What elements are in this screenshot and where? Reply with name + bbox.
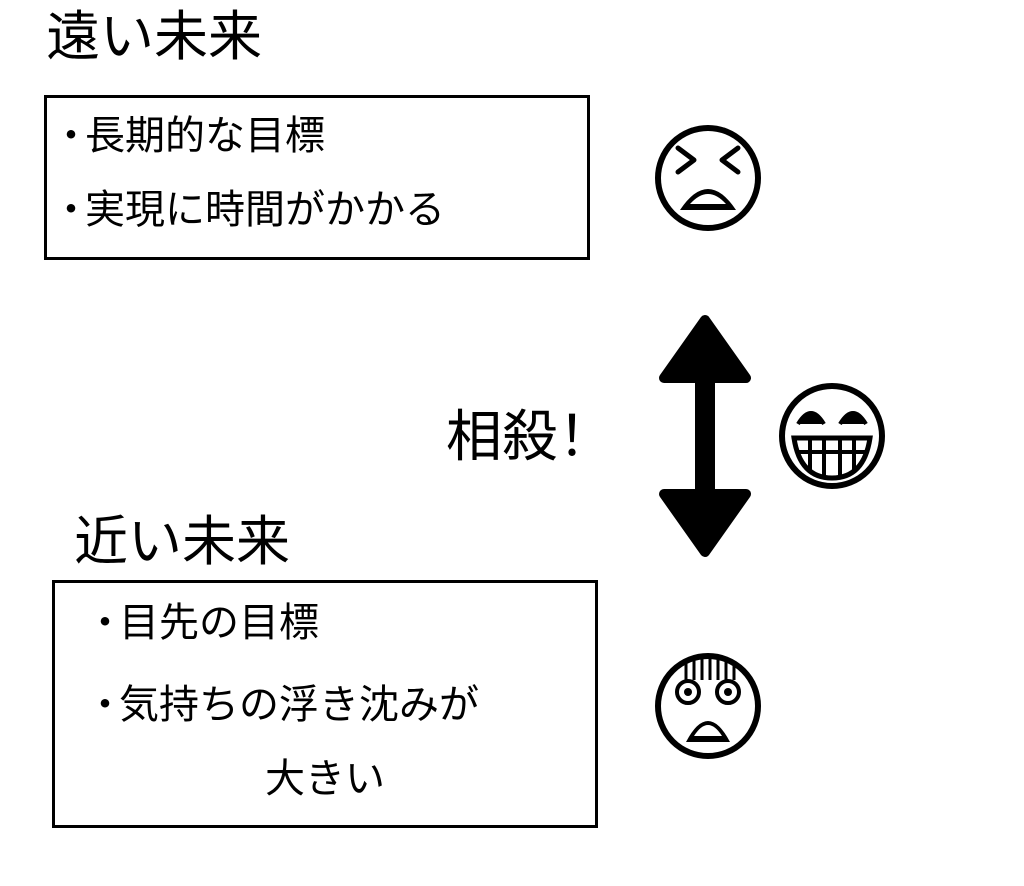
near-future-item-text: 目先の目標	[119, 600, 319, 646]
bullet: ・	[85, 682, 125, 728]
bullet: ・	[51, 113, 91, 159]
far-future-item-text: 実現に時間がかかる	[85, 187, 445, 233]
double-vertical-arrow-icon	[659, 315, 751, 557]
bullet: ・	[51, 187, 91, 233]
far-future-item: ・長期的な目標	[51, 116, 325, 156]
mutual-offset-label: 相殺！	[446, 405, 614, 470]
near-future-item-text: 気持ちの浮き沈みが	[119, 682, 479, 728]
near-future-item: ・気持ちの浮き沈みが	[85, 685, 479, 725]
near-future-item: ・目先の目標	[85, 603, 319, 643]
screaming-face-icon	[655, 653, 761, 759]
bullet: ・	[85, 600, 125, 646]
near-future-box: ・目先の目標 ・気持ちの浮き沈みが 大きい	[52, 580, 598, 828]
near-future-heading: 近い未来	[74, 510, 290, 573]
far-future-box: ・長期的な目標 ・実現に時間がかかる	[44, 95, 590, 260]
grinning-face-icon	[779, 383, 885, 489]
distressed-face-icon	[655, 125, 761, 231]
near-future-item-continuation: 大きい	[265, 756, 385, 802]
far-future-item: ・実現に時間がかかる	[51, 190, 445, 230]
far-future-item-text: 長期的な目標	[85, 113, 325, 159]
far-future-heading: 遠い未来	[46, 5, 262, 68]
